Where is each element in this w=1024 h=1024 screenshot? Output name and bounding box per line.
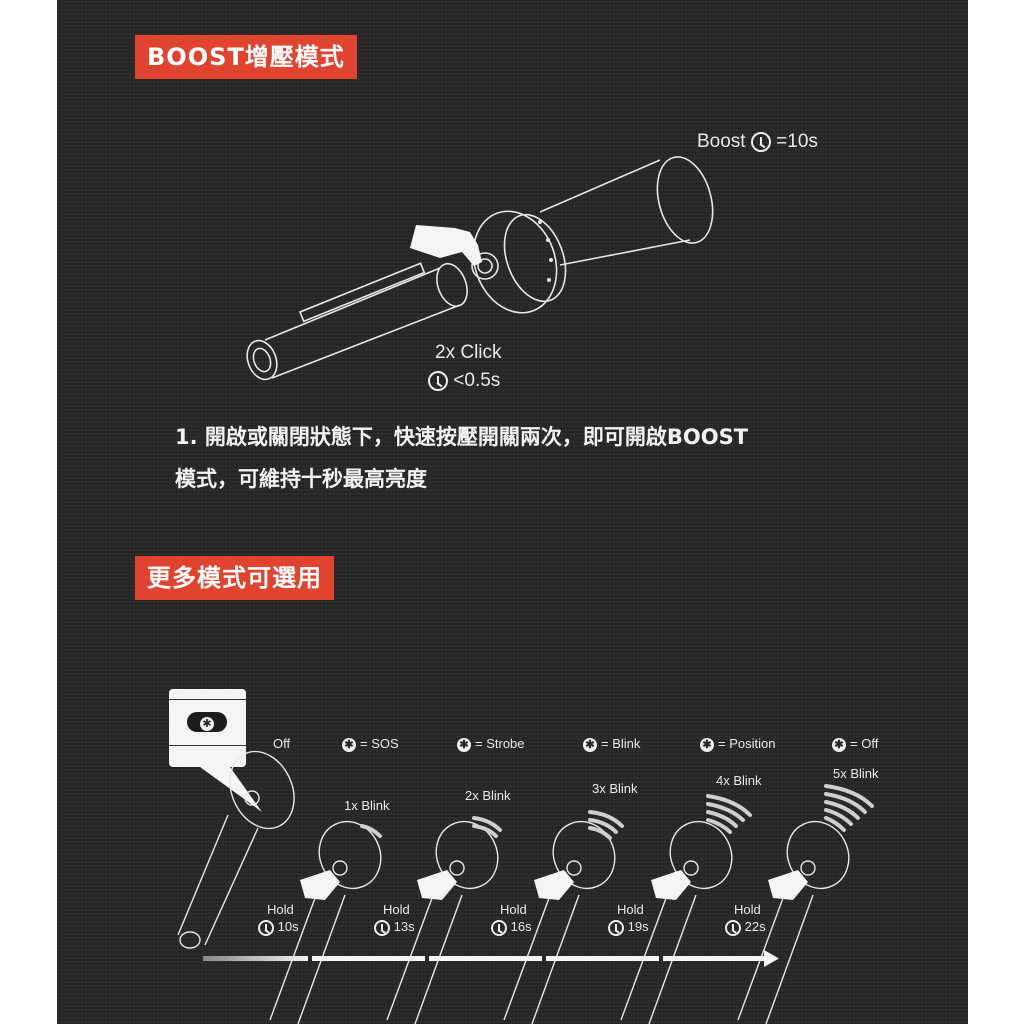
mode-2-blink: 2x Blink [465, 788, 511, 803]
boost-instruction-line1: 1. 開啟或關閉狀態下，快速按壓開關兩次，即可開啟BOOST [175, 425, 749, 449]
switch-button-icon: ✱ [832, 737, 846, 752]
switch-button-icon: ✱ [583, 737, 597, 752]
mode-1-blink: 1x Blink [344, 798, 390, 813]
mode-name: = Strobe [475, 736, 525, 751]
mode-2-star-label: ✱ = Strobe [457, 736, 525, 752]
timeline-segment [312, 956, 425, 961]
hold-2-label: Hold [383, 902, 410, 917]
content-panel [57, 0, 968, 1024]
hold-4-time: 19s [608, 919, 649, 936]
clock-icon [428, 370, 448, 391]
click-timing-label: <0.5s [428, 370, 500, 392]
hold-1-label: Hold [267, 902, 294, 917]
switch-button-icon: ✱ [457, 737, 471, 752]
timeline-segment [203, 956, 308, 961]
mode-name: = Position [718, 736, 776, 751]
boost-value: =10s [776, 131, 818, 152]
mode-name: = Blink [601, 736, 641, 751]
clock-icon [374, 919, 390, 936]
hold-1-time: 10s [258, 919, 299, 936]
mode-4-blink: 4x Blink [716, 773, 762, 788]
hold-3-label: Hold [500, 902, 527, 917]
more-modes-badge: 更多模式可選用 [135, 556, 334, 600]
mode-4-star-label: ✱ = Position [700, 736, 775, 752]
clock-icon [608, 919, 624, 936]
click-count-label: 2x Click [435, 342, 502, 363]
clock-icon [725, 919, 741, 936]
clock-icon [750, 131, 771, 152]
hand-press-icon [410, 225, 482, 266]
mode-5-blink: 5x Blink [833, 766, 879, 781]
clock-icon [491, 919, 507, 936]
switch-button-icon: ✱ [342, 737, 356, 752]
boost-duration-label: Boost =10s [697, 131, 818, 153]
hold-time: 19s [627, 919, 649, 934]
mode-3-star-label: ✱ = Blink [583, 736, 640, 752]
hold-4-label: Hold [617, 902, 644, 917]
hold-time: 13s [393, 919, 415, 934]
mode-name: = SOS [360, 736, 399, 751]
click-time-value: <0.5s [453, 370, 501, 391]
switch-callout: ✱ [169, 689, 246, 767]
mode-5-star-label: ✱ = Off [832, 736, 878, 752]
hold-5-time: 22s [725, 919, 766, 936]
hold-3-time: 16s [491, 919, 532, 936]
hold-5-label: Hold [734, 902, 761, 917]
timeline-segment [663, 956, 766, 961]
switch-button-icon: ✱ [700, 737, 714, 752]
timeline-segment [546, 956, 659, 961]
hold-time: 22s [744, 919, 766, 934]
boost-instruction-line2: 模式，可維持十秒最高亮度 [175, 467, 427, 491]
clock-icon [258, 919, 274, 936]
timeline-segment [429, 956, 542, 961]
start-state-label: Off [273, 736, 291, 751]
hold-2-time: 13s [374, 919, 415, 936]
hold-time: 16s [510, 919, 532, 934]
mode-3-blink: 3x Blink [592, 781, 638, 796]
mode-name: = Off [850, 736, 879, 751]
boost-text: Boost [697, 131, 746, 152]
boost-mode-badge: BOOST增壓模式 [135, 35, 357, 79]
mode-1-star-label: ✱ = SOS [342, 736, 399, 752]
hold-time: 10s [277, 919, 299, 934]
switch-button-icon: ✱ [200, 717, 214, 731]
